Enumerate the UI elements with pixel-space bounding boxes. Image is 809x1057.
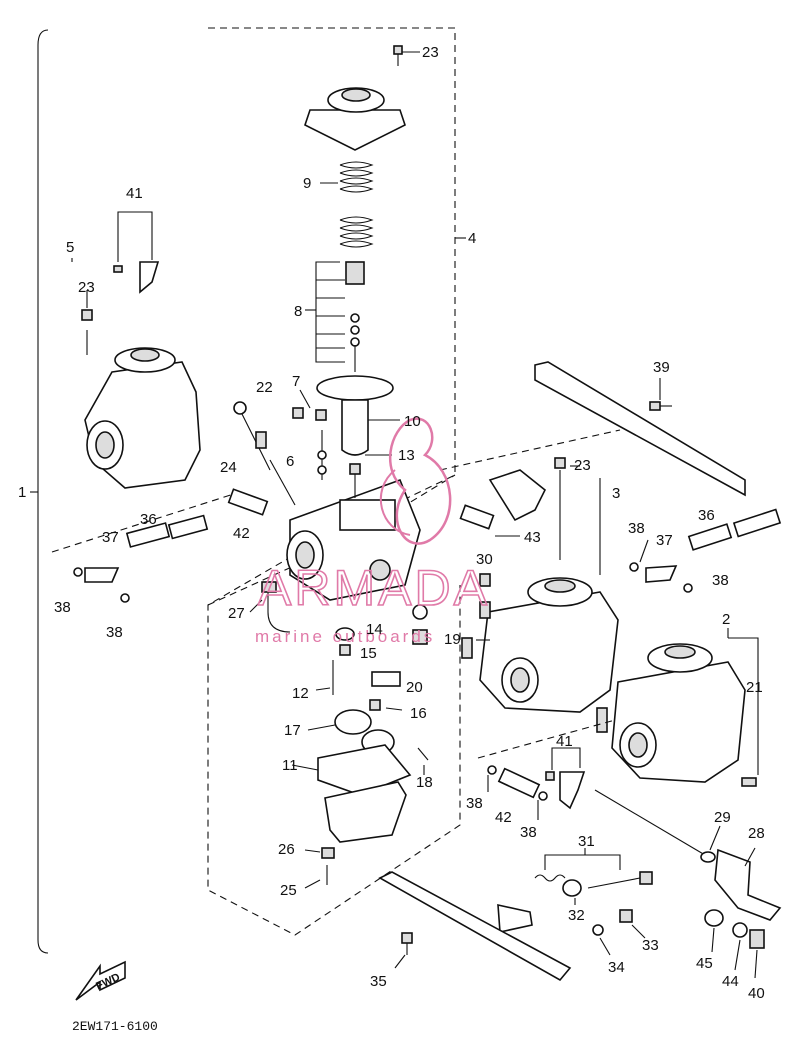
callout-38c: 38 [54,599,71,616]
callout-38a: 38 [628,520,645,537]
screw-23-top [393,45,403,66]
spring-9 [339,161,374,248]
parts-30-19 [461,573,491,659]
needle-jet-set-8 [315,261,365,372]
stay-bar-top [439,361,746,497]
callout-21: 21 [746,679,763,696]
callout-9: 9 [303,175,311,192]
float-needle-parts [321,604,429,885]
callout-8: 8 [294,303,302,320]
callout-18: 18 [416,774,433,791]
callout-38d: 38 [106,624,123,641]
bracket-1 [37,29,49,954]
fwd-arrow: FWD [75,960,126,1001]
joint-41-42-lower [477,719,616,810]
carburetor-right-rear [479,457,619,713]
piston-valve-10 [316,375,394,456]
carburetor-left [81,309,201,489]
callout-26: 26 [278,841,295,858]
screw-13 [349,463,361,498]
callout-32: 32 [568,907,585,924]
callout-6: 6 [286,453,294,470]
callout-41a: 41 [126,185,143,202]
stay-bar-bottom [378,871,572,982]
callout-labels: 23 9 4 8 41 5 23 39 7 22 10 6 24 13 23 3… [18,44,765,1002]
callout-28: 28 [748,825,765,842]
callout-39: 39 [653,359,670,376]
callout-5a: 5 [66,239,74,256]
callout-35: 35 [370,973,387,990]
callout-12: 12 [292,685,309,702]
callout-23a: 23 [422,44,439,61]
joint-42-left [227,488,269,516]
callout-23b: 23 [78,279,95,296]
callout-31: 31 [578,833,595,850]
watermark-logo-icon [388,417,452,545]
carburetor-right-front [596,637,759,787]
callout-43: 43 [524,529,541,546]
callout-23c: 23 [574,457,591,474]
callout-14: 14 [366,621,383,638]
callout-44: 44 [722,973,739,990]
float-bowl-assembly [317,709,412,843]
throttle-shaft [594,789,782,949]
callout-13: 13 [398,447,415,464]
callout-42a: 42 [233,525,250,542]
callout-45: 45 [696,955,713,972]
callout-34: 34 [608,959,625,976]
callout-3: 3 [612,485,620,502]
joint-43 [459,504,495,530]
callout-41b: 41 [556,733,573,750]
watermark-brand: ARMADA [258,560,490,616]
callout-25: 25 [280,882,297,899]
drawing-code: 2EW171-6100 [72,1019,158,1034]
callout-40: 40 [748,985,765,1002]
callout-19: 19 [444,631,461,648]
callout-15: 15 [360,645,377,662]
callout-29: 29 [714,809,731,826]
choke-lever-27 [261,581,291,633]
callout-1: 1 [18,484,26,501]
callout-36b: 36 [698,507,715,524]
callout-37b: 37 [656,532,673,549]
linkage-31-32-33-34 [497,854,653,936]
joint-37-36-left [51,491,241,603]
callout-16: 16 [410,705,427,722]
callout-30: 30 [476,551,493,568]
callout-24: 24 [220,459,237,476]
parts-6-7-22-24 [233,401,327,506]
callout-17: 17 [284,722,301,739]
callout-38f: 38 [520,824,537,841]
callout-10: 10 [404,413,421,430]
callout-11: 11 [282,757,298,774]
lever-41-left [113,211,160,294]
callout-7: 7 [292,373,300,390]
carburetor-center [286,478,421,601]
callout-27: 27 [228,605,245,622]
callout-2: 2 [722,611,730,628]
callout-38e: 38 [466,795,483,812]
leader-lines [30,51,758,979]
watermark: ARMADA marine outboards [255,417,490,646]
callout-20: 20 [406,679,423,696]
watermark-tagline: marine outboards [255,627,435,646]
callout-42b: 42 [495,809,512,826]
callout-22: 22 [256,379,273,396]
joint-37-36-right [629,508,782,593]
callout-38b: 38 [712,572,729,589]
callout-37a: 37 [102,529,119,546]
callout-4: 4 [468,230,476,247]
vacuum-chamber-cover [304,87,406,151]
callout-33: 33 [642,937,659,954]
callout-36a: 36 [140,511,157,528]
